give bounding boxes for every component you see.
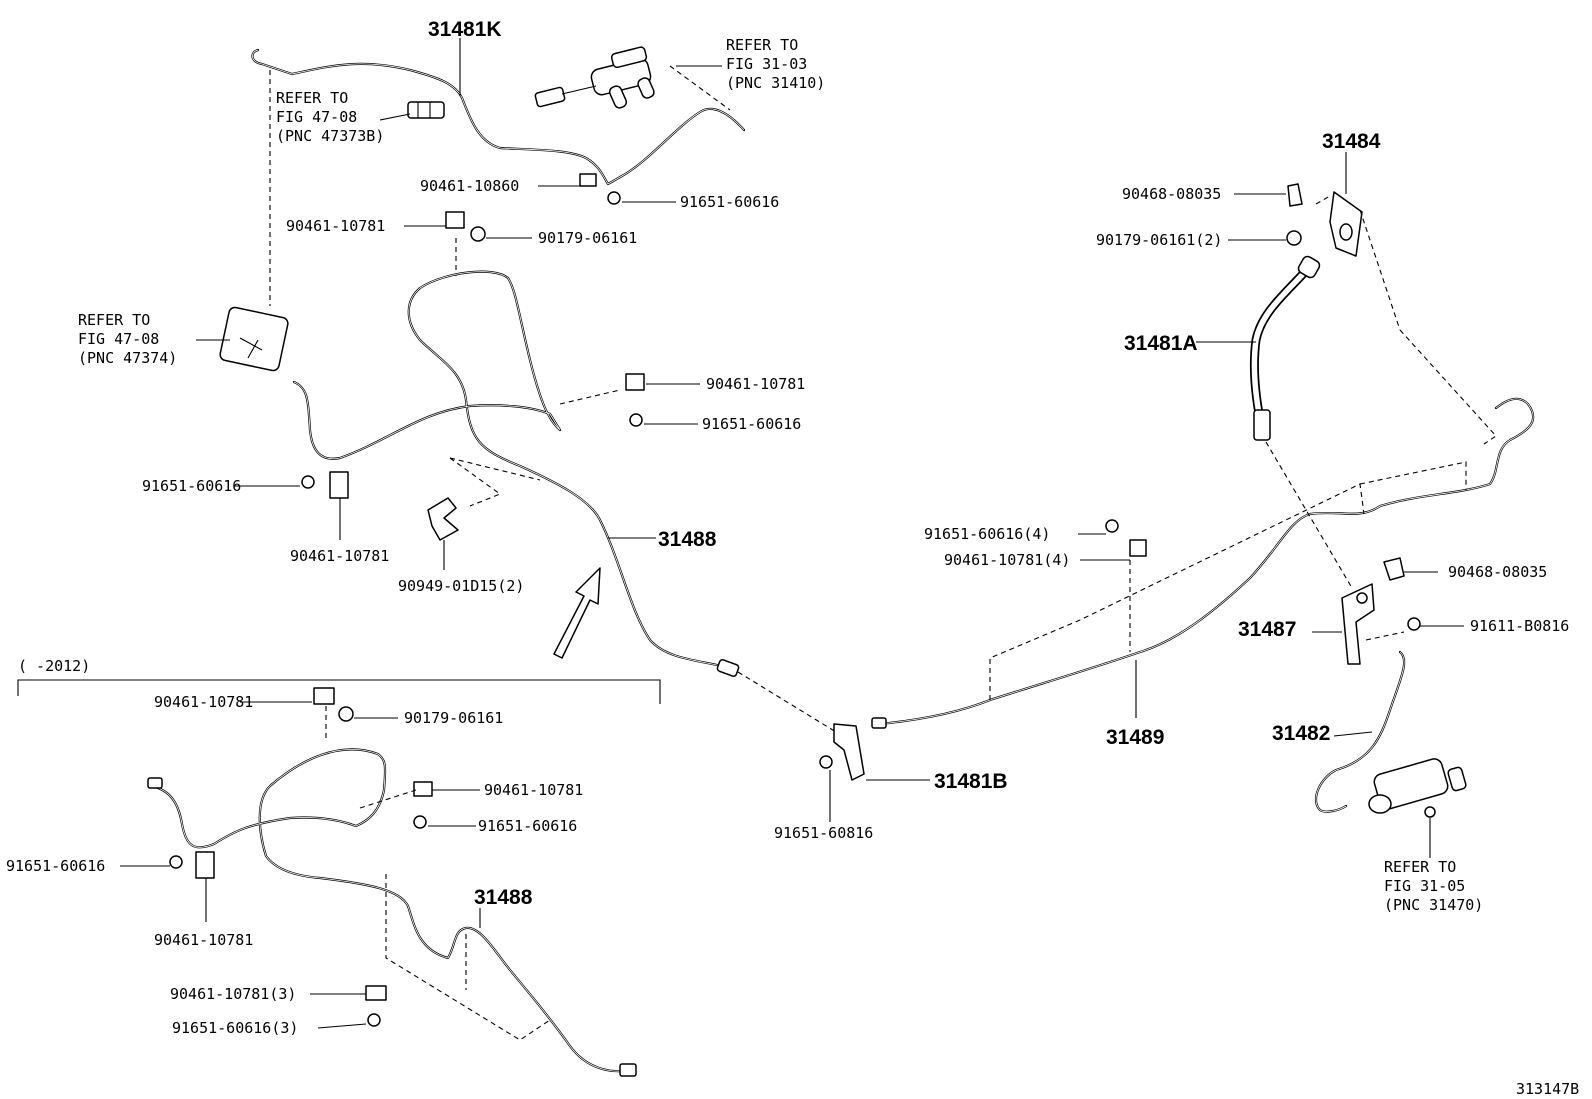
bolt-91651-60616-top <box>607 191 621 205</box>
label-90461-10781-left: 90461-10781 <box>290 547 389 565</box>
fitting-lower-right <box>619 1063 637 1077</box>
label-90949-01d15: 90949-01D15(2) <box>398 577 524 595</box>
master-cylinder <box>534 46 655 109</box>
clamp-b-90461-10781-3 <box>365 985 387 1001</box>
grommet-90949-01d15 <box>427 497 459 541</box>
label-90468-08035-r: 90468-08035 <box>1448 563 1547 581</box>
nut-b-90179-06161 <box>338 706 354 722</box>
label-b-91651-60616-b: 91651-60616 <box>6 857 105 875</box>
svg-text:(PNC 31410): (PNC 31410) <box>726 74 825 92</box>
clamp-90461-10781-top <box>445 211 465 229</box>
pipe-31481k <box>251 48 746 186</box>
clamp-90461-10781-4 <box>1129 539 1147 557</box>
clamp-b-90461-10781-c <box>195 851 215 879</box>
label-90461-10781-4: 90461-10781(4) <box>944 551 1070 569</box>
bolt-91651-60616-4 <box>1105 519 1119 533</box>
connector-47374 <box>219 306 289 372</box>
bolt-b-91651-60616-3 <box>367 1013 381 1027</box>
label-b-90461-10781-c: 90461-10781 <box>154 931 253 949</box>
bolt-91651-60616-mid <box>629 413 643 427</box>
svg-text:FIG 31-05: FIG 31-05 <box>1384 877 1465 895</box>
label-b-90461-10781-a: 90461-10781 <box>154 693 253 711</box>
pipe-31488-lower <box>150 748 632 1073</box>
svg-text:(PNC 47373B): (PNC 47373B) <box>276 127 384 145</box>
refer-fig-47-08-47373b: REFER TO FIG 47-08 (PNC 47373B) <box>276 89 384 145</box>
refer-fig-31-05: REFER TO FIG 31-05 (PNC 31470) <box>1384 858 1483 914</box>
bolt-b-91651-60616-b <box>169 855 183 869</box>
label-31481k: 31481K <box>428 18 502 41</box>
label-91651-60616-4: 91651-60616(4) <box>924 525 1050 543</box>
label-91651-60816: 91651-60816 <box>774 824 873 842</box>
refer-fig-31-03: REFER TO FIG 31-03 (PNC 31410) <box>726 36 825 92</box>
label-91651-60616-top: 91651-60616 <box>680 193 779 211</box>
clamp-b-90461-10781-a <box>313 687 335 705</box>
label-90179-06161-2: 90179-06161(2) <box>1096 231 1222 249</box>
label-90468-08035-top: 90468-08035 <box>1122 185 1221 203</box>
bolt-91651-60616-left <box>301 475 315 489</box>
leader-lines <box>120 38 1464 1029</box>
fitting-31489-left <box>871 717 887 729</box>
label-31487: 31487 <box>1238 618 1296 641</box>
pipe-31488-upper <box>292 270 732 670</box>
label-b-90461-10781-b: 90461-10781 <box>484 781 583 799</box>
label-31481a: 31481A <box>1124 332 1198 355</box>
label-31481b: 31481B <box>934 770 1008 793</box>
svg-text:(PNC 31470): (PNC 31470) <box>1384 896 1483 914</box>
label-31482: 31482 <box>1272 722 1330 745</box>
label-90179-06161-top: 90179-06161 <box>538 229 637 247</box>
date-range-bracket <box>17 679 661 704</box>
label-91611-b0816: 91611-B0816 <box>1470 617 1569 635</box>
label-31488-lower: 31488 <box>474 886 533 909</box>
svg-text:FIG 47-08: FIG 47-08 <box>78 330 159 348</box>
pipe-31482 <box>1314 650 1406 813</box>
refer-fig-47-08-47374: REFER TO FIG 47-08 (PNC 47374) <box>78 311 177 367</box>
clamp-90461-10860 <box>579 173 597 187</box>
pipe-31489 <box>878 397 1535 726</box>
date-range-label: ( -2012) <box>18 657 90 675</box>
label-91651-60616-mid: 91651-60616 <box>702 415 801 433</box>
svg-text:REFER TO: REFER TO <box>726 36 798 54</box>
clamp-90461-10781-mid <box>625 373 645 391</box>
label-90461-10860: 90461-10860 <box>420 177 519 195</box>
label-91651-60616-left: 91651-60616 <box>142 477 241 495</box>
label-90461-10781-top: 90461-10781 <box>286 217 385 235</box>
clamp-b-90461-10781-b <box>413 781 433 797</box>
svg-text:(PNC 47374): (PNC 47374) <box>78 349 177 367</box>
label-90461-10781-mid: 90461-10781 <box>706 375 805 393</box>
label-b-90461-10781-3: 90461-10781(3) <box>170 985 296 1003</box>
svg-text:REFER TO: REFER TO <box>78 311 150 329</box>
figure-code: 313147B <box>1516 1080 1579 1098</box>
bracket-31487 <box>1341 557 1421 665</box>
clamp-90461-10781-left <box>329 471 349 499</box>
svg-text:FIG 31-03: FIG 31-03 <box>726 55 807 73</box>
label-b-90179-06161: 90179-06161 <box>404 709 503 727</box>
label-b-91651-60616-3: 91651-60616(3) <box>172 1019 298 1037</box>
label-31488-upper: 31488 <box>658 528 717 551</box>
front-arrow <box>553 567 601 659</box>
svg-text:FIG 47-08: FIG 47-08 <box>276 108 357 126</box>
svg-text:REFER TO: REFER TO <box>276 89 348 107</box>
slave-cylinder <box>1368 758 1467 818</box>
bracket-31484 <box>1286 183 1363 257</box>
bracket-31481b <box>819 723 865 781</box>
hose-31481a <box>1249 255 1321 441</box>
fitting-lower-left <box>147 777 163 789</box>
bolt-b-91651-60616-a <box>413 815 427 829</box>
pipe-clip-top <box>407 101 445 119</box>
nut-90179-06161-top <box>470 226 486 242</box>
svg-text:REFER TO: REFER TO <box>1384 858 1456 876</box>
label-31489: 31489 <box>1106 726 1164 749</box>
label-31484: 31484 <box>1322 130 1381 153</box>
label-b-91651-60616-a: 91651-60616 <box>478 817 577 835</box>
union-fitting <box>716 659 740 677</box>
